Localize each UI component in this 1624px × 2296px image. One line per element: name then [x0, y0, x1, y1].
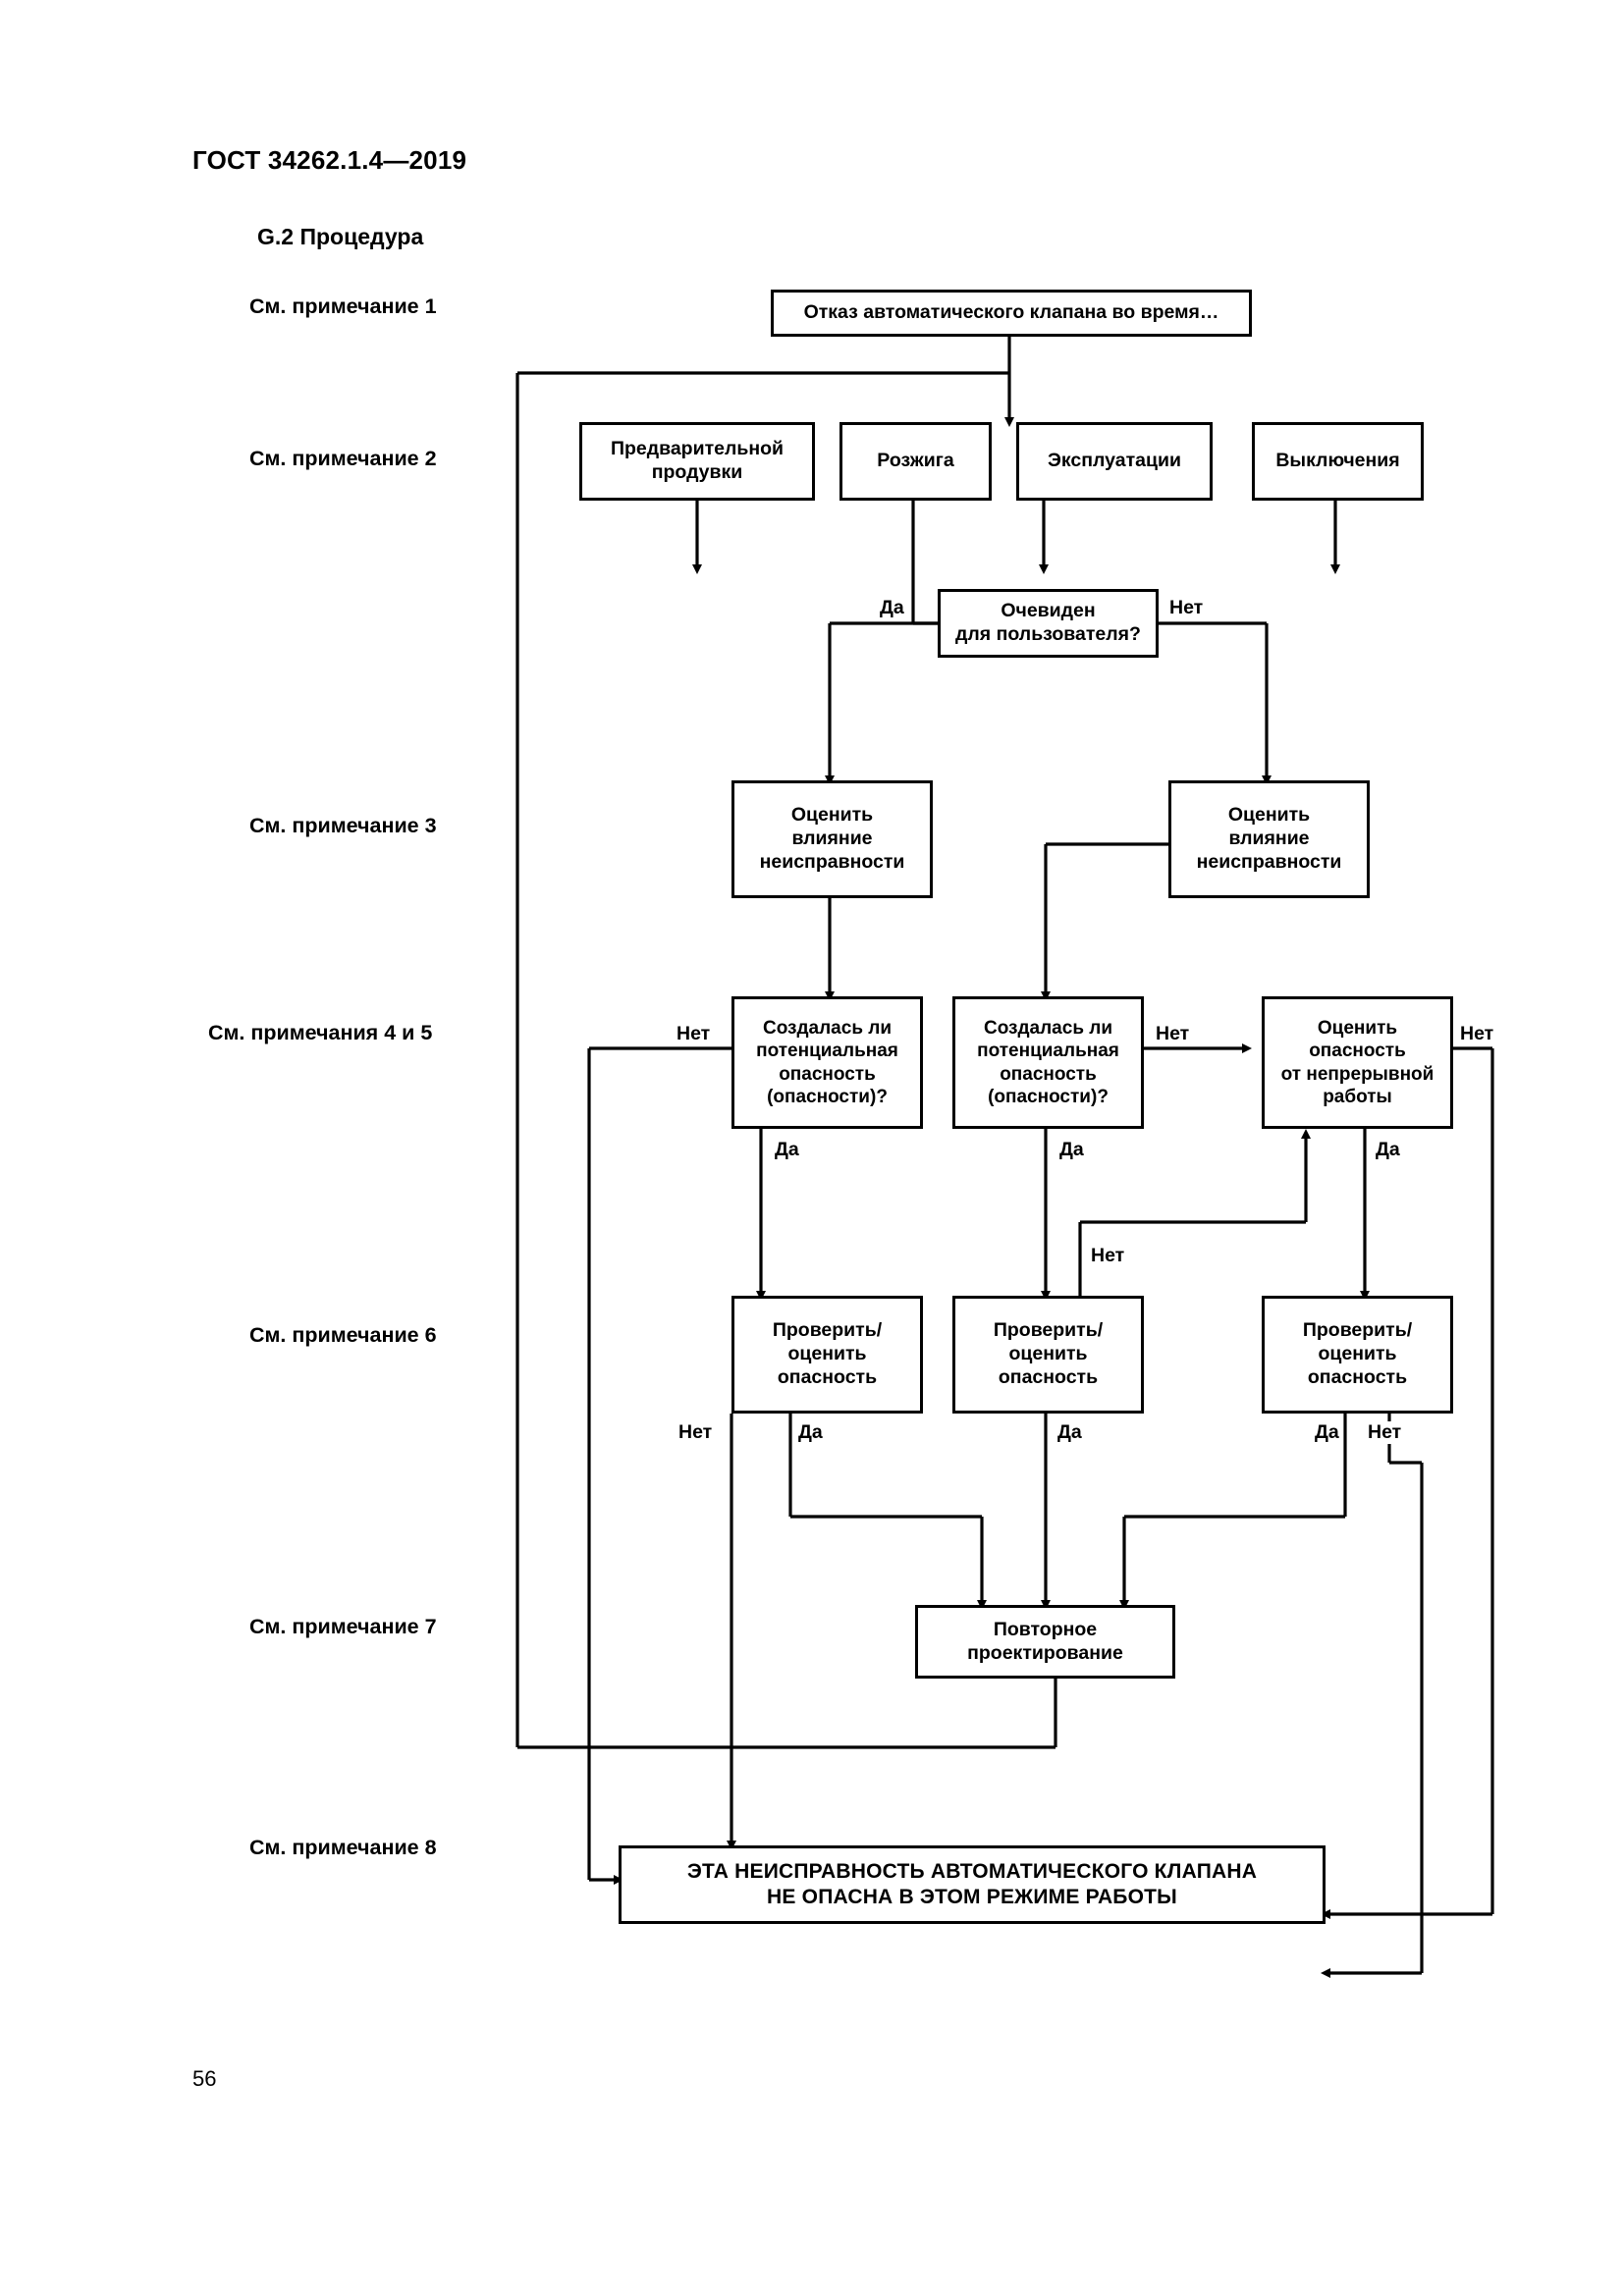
- node-operation[interactable]: Эксплуатации: [1016, 422, 1213, 501]
- node-safe-line2: НЕ ОПАСНА В ЭТОМ РЕЖИМЕ РАБОТЫ: [767, 1886, 1177, 1908]
- node-hazard-created-mid[interactable]: Создалась ли потенциальная опасность (оп…: [952, 996, 1144, 1129]
- note-label-3: См. примечание 3: [249, 814, 437, 837]
- node-obvious-to-user[interactable]: Очевиден для пользователя?: [938, 589, 1159, 658]
- note-label-7: См. примечание 7: [249, 1615, 437, 1638]
- node-prepurge-line2: продувки: [651, 461, 743, 483]
- node-start[interactable]: Отказ автоматического клапана во время…: [771, 290, 1252, 337]
- node-safe-line1: ЭТА НЕИСПРАВНОСТЬ АВТОМАТИЧЕСКОГО КЛАПАН…: [686, 1860, 1258, 1884]
- edge-label-check-right-no: Нет: [1367, 1421, 1403, 1444]
- node-prepurge[interactable]: Предварительной продувки: [579, 422, 815, 501]
- node-hazard-left-line1: Создалась ли: [762, 1018, 893, 1040]
- node-hazard-left-line2: потенциальная: [756, 1041, 898, 1062]
- note-label-4-5: См. примечания 4 и 5: [208, 1021, 433, 1044]
- node-check-mid-line2: оценить: [1008, 1343, 1088, 1365]
- node-hazard-left-line4: (опасности)?: [767, 1086, 888, 1107]
- edge-label-check-right-yes: Да: [1314, 1421, 1340, 1444]
- note-label-2: См. примечание 2: [249, 447, 437, 470]
- edge-label-continuous-yes: Да: [1375, 1139, 1401, 1161]
- edge-label-continuous-no: Нет: [1459, 1023, 1495, 1045]
- edge-label-hazard-left-yes: Да: [774, 1139, 800, 1161]
- node-hazard-created-left[interactable]: Создалась ли потенциальная опасность (оп…: [731, 996, 923, 1129]
- node-operation-label: Эксплуатации: [1048, 450, 1181, 472]
- node-ignition-label: Розжига: [877, 450, 954, 472]
- note-label-1: См. примечание 1: [249, 294, 437, 318]
- edge-label-obvious-yes: Да: [879, 597, 905, 619]
- node-redesign[interactable]: Повторное проектирование: [915, 1605, 1175, 1679]
- node-redesign-line1: Повторное: [993, 1618, 1098, 1640]
- node-redesign-line2: проектирование: [967, 1641, 1123, 1664]
- node-check-left-line2: оценить: [787, 1343, 867, 1365]
- node-hazard-mid-line4: (опасности)?: [988, 1086, 1109, 1107]
- node-assess-effect-left[interactable]: Оценить влияние неисправности: [731, 780, 933, 898]
- node-assess-right-line1: Оценить: [1227, 804, 1311, 827]
- node-assess-effect-right[interactable]: Оценить влияние неисправности: [1168, 780, 1370, 898]
- node-continuous-line2: опасность: [1309, 1041, 1406, 1062]
- node-hazard-mid-line2: потенциальная: [977, 1041, 1119, 1062]
- node-assess-right-line2: влияние: [1228, 828, 1310, 850]
- node-start-label: Отказ автоматического клапана во время…: [803, 301, 1219, 324]
- node-continuous-line4: работы: [1323, 1086, 1392, 1107]
- note-label-6: См. примечание 6: [249, 1323, 437, 1347]
- node-hazard-mid-line1: Создалась ли: [983, 1018, 1113, 1040]
- edge-label-check-mid-no: Нет: [1090, 1245, 1126, 1267]
- node-assess-left-line3: неисправности: [759, 850, 905, 873]
- node-assess-continuous-operation[interactable]: Оценить опасность от непрерывной работы: [1262, 996, 1453, 1129]
- node-shutdown-label: Выключения: [1275, 450, 1400, 472]
- node-assess-right-line3: неисправности: [1196, 850, 1342, 873]
- node-obvious-line1: Очевиден: [1001, 600, 1096, 622]
- node-check-left-line3: опасность: [777, 1365, 878, 1388]
- edge-label-obvious-no: Нет: [1168, 597, 1205, 619]
- edge-label-check-mid-yes: Да: [1056, 1421, 1083, 1444]
- node-fault-not-hazardous[interactable]: ЭТА НЕИСПРАВНОСТЬ АВТОМАТИЧЕСКОГО КЛАПАН…: [619, 1845, 1326, 1924]
- node-ignition[interactable]: Розжига: [839, 422, 992, 501]
- page-number: 56: [192, 2066, 217, 2091]
- node-check-hazard-right[interactable]: Проверить/ оценить опасность: [1262, 1296, 1453, 1414]
- node-continuous-line1: Оценить: [1317, 1018, 1398, 1040]
- edge-label-check-left-yes: Да: [797, 1421, 824, 1444]
- node-hazard-left-line3: опасность: [779, 1063, 876, 1085]
- node-check-left-line1: Проверить/: [772, 1319, 883, 1342]
- edge-label-hazard-mid-yes: Да: [1058, 1139, 1085, 1161]
- node-check-hazard-mid[interactable]: Проверить/ оценить опасность: [952, 1296, 1144, 1414]
- node-check-mid-line3: опасность: [998, 1365, 1099, 1388]
- node-check-mid-line1: Проверить/: [993, 1319, 1104, 1342]
- node-prepurge-line1: Предварительной: [610, 438, 785, 460]
- section-title: G.2 Процедура: [257, 224, 424, 249]
- node-assess-left-line2: влияние: [791, 828, 873, 850]
- node-hazard-mid-line3: опасность: [1000, 1063, 1097, 1085]
- node-shutdown[interactable]: Выключения: [1252, 422, 1424, 501]
- node-assess-left-line1: Оценить: [790, 804, 874, 827]
- edge-label-hazard-left-no: Нет: [676, 1023, 712, 1045]
- standard-header: ГОСТ 34262.1.4—2019: [192, 145, 467, 175]
- node-check-right-line2: оценить: [1318, 1343, 1397, 1365]
- note-label-8: См. примечание 8: [249, 1836, 437, 1859]
- node-check-right-line1: Проверить/: [1302, 1319, 1413, 1342]
- node-continuous-line3: от непрерывной: [1280, 1063, 1435, 1085]
- edge-label-check-left-no: Нет: [677, 1421, 714, 1444]
- node-check-right-line3: опасность: [1307, 1365, 1408, 1388]
- edge-label-hazard-mid-no: Нет: [1155, 1023, 1191, 1045]
- node-check-hazard-left[interactable]: Проверить/ оценить опасность: [731, 1296, 923, 1414]
- node-obvious-line2: для пользователя?: [955, 623, 1141, 645]
